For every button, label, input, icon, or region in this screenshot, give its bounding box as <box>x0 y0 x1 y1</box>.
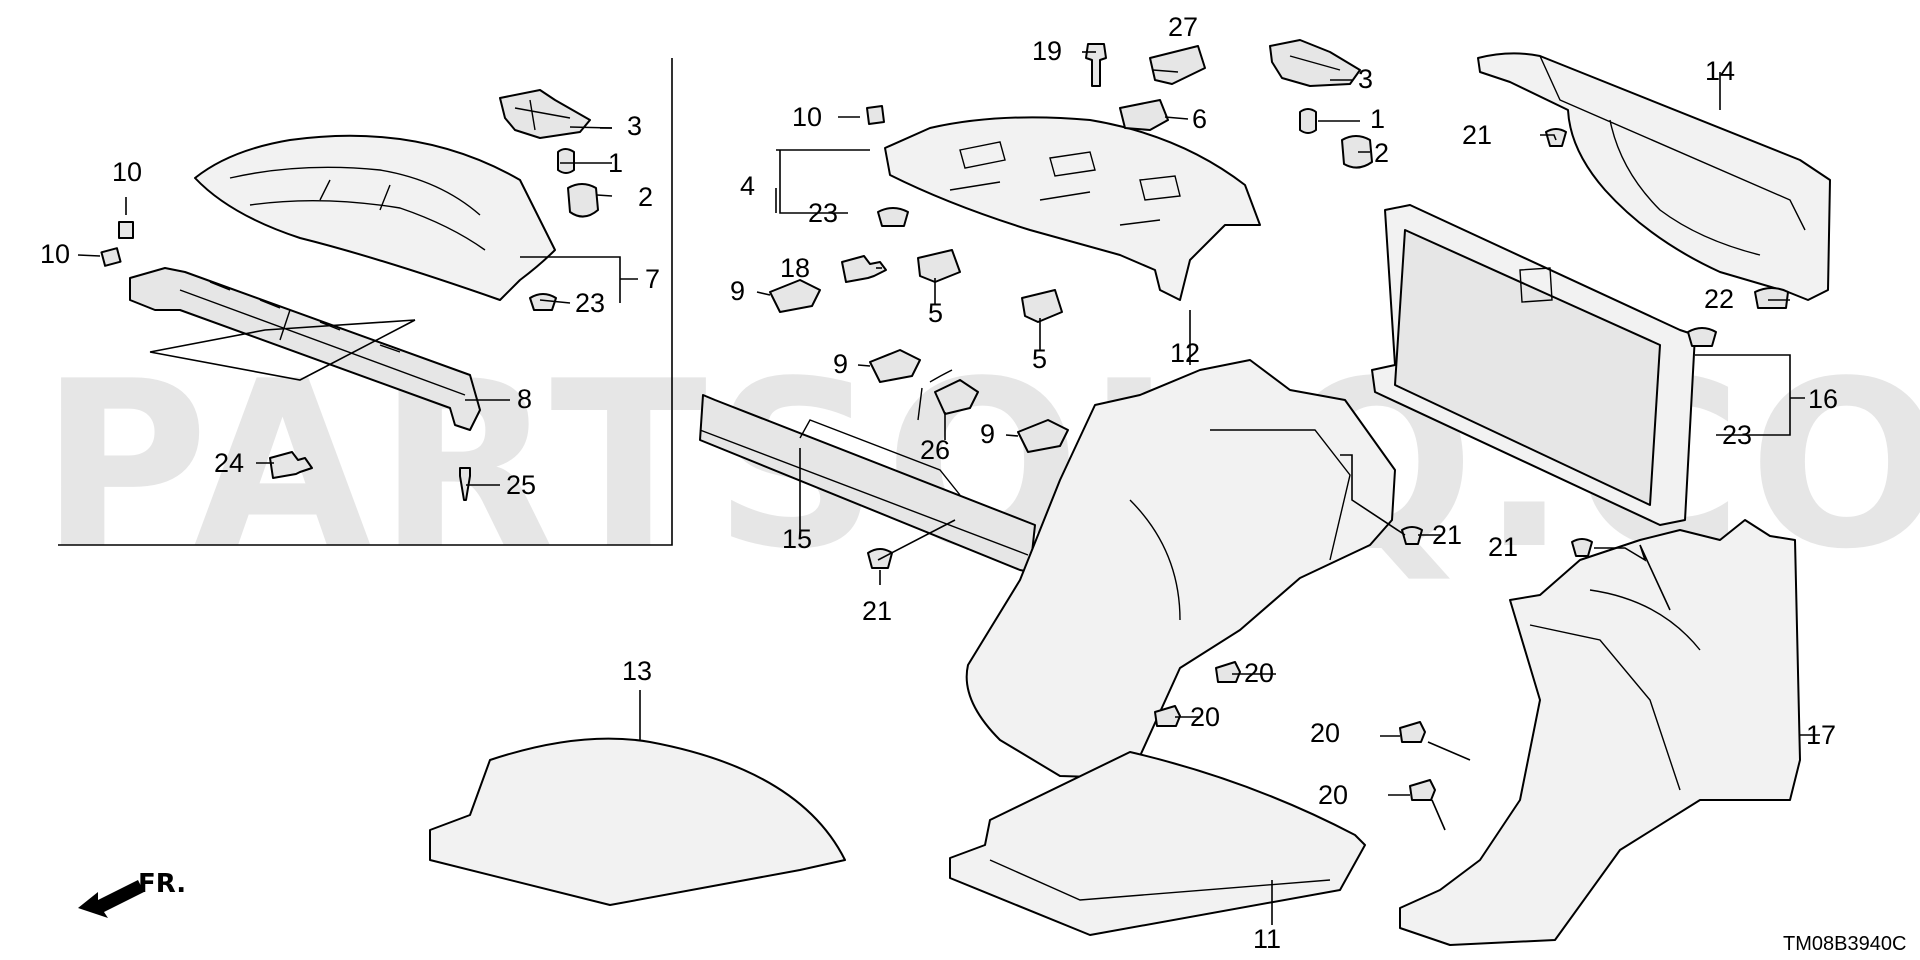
callout-3a[interactable]: 3 <box>627 111 642 141</box>
callout-23b[interactable]: 23 <box>808 198 838 228</box>
part-26-arcs <box>917 369 953 421</box>
part-bolt-24[interactable] <box>269 451 313 479</box>
part-clip-20b[interactable] <box>1154 705 1181 727</box>
part-socket-2b[interactable] <box>1341 135 1373 169</box>
inset-leaders <box>149 319 416 381</box>
part-bolt-18[interactable] <box>841 255 887 283</box>
part-trunk-lid-lining[interactable] <box>1477 52 1831 301</box>
part-clip-21a[interactable] <box>1545 128 1567 147</box>
part-socket-2a[interactable] <box>567 183 599 218</box>
callout-10b[interactable]: 10 <box>40 239 70 269</box>
part-bracket-3b[interactable] <box>1269 39 1361 87</box>
part-rear-panel-frame[interactable] <box>1371 204 1696 526</box>
callout-2b[interactable]: 2 <box>1374 138 1389 168</box>
inset-border <box>58 58 673 546</box>
callout-9c[interactable]: 9 <box>980 419 995 449</box>
callout-12[interactable]: 12 <box>1170 338 1200 368</box>
callout-7[interactable]: 7 <box>645 264 660 294</box>
callout-8[interactable]: 8 <box>517 384 532 414</box>
callout-1a[interactable]: 1 <box>608 148 623 178</box>
part-clip-20d[interactable] <box>1409 779 1436 801</box>
callout-21b[interactable]: 21 <box>1432 520 1462 550</box>
part-bulb-1a[interactable] <box>557 148 575 174</box>
callout-21d[interactable]: 21 <box>1488 532 1518 562</box>
callout-11[interactable]: 11 <box>1253 924 1281 954</box>
part-cap-5b[interactable] <box>1021 289 1063 323</box>
leader-lines <box>77 51 1820 925</box>
part-clip-10b[interactable] <box>100 247 122 267</box>
callout-5a[interactable]: 5 <box>928 298 943 328</box>
callout-20a[interactable]: 20 <box>1244 658 1274 688</box>
callout-14[interactable]: 14 <box>1705 56 1735 86</box>
part-side-lining-left[interactable] <box>965 359 1396 779</box>
part-clip-9c[interactable] <box>1017 419 1069 453</box>
part-clip-10a[interactable] <box>118 221 134 239</box>
callout-21a[interactable]: 21 <box>1462 120 1492 150</box>
part-cover-27[interactable] <box>1149 45 1206 85</box>
callout-9b[interactable]: 9 <box>833 349 848 379</box>
part-clip-26[interactable] <box>934 379 979 415</box>
part-clip-20c[interactable] <box>1399 721 1426 743</box>
part-cover-6[interactable] <box>1119 99 1169 131</box>
callout-10a[interactable]: 10 <box>112 157 142 187</box>
callout-23c[interactable]: 23 <box>1722 420 1752 450</box>
callout-16[interactable]: 16 <box>1808 384 1838 414</box>
part-bracket-3a[interactable] <box>499 89 591 139</box>
part-bulb-1b[interactable] <box>1299 108 1317 134</box>
part-clip-9b[interactable] <box>869 349 921 383</box>
callout-1b[interactable]: 1 <box>1370 104 1385 134</box>
callout-24[interactable]: 24 <box>214 448 244 478</box>
part-screw-25[interactable] <box>459 467 471 501</box>
callout-9a[interactable]: 9 <box>730 276 745 306</box>
part-rear-shelf[interactable] <box>884 116 1261 301</box>
callout-5b[interactable]: 5 <box>1032 344 1047 374</box>
callout-15[interactable]: 15 <box>782 524 812 554</box>
part-clip-21b[interactable] <box>1401 526 1423 545</box>
callout-25[interactable]: 25 <box>506 470 536 500</box>
part-clip-23c[interactable] <box>1687 327 1717 347</box>
callout-18[interactable]: 18 <box>780 253 810 283</box>
callout-20b[interactable]: 20 <box>1190 702 1220 732</box>
front-direction-arrow <box>78 880 144 918</box>
callout-6[interactable]: 6 <box>1192 104 1207 134</box>
part-trunk-mat-left[interactable] <box>429 737 846 906</box>
callout-2a[interactable]: 2 <box>638 182 653 212</box>
callout-4[interactable]: 4 <box>740 171 755 201</box>
callout-10c[interactable]: 10 <box>792 102 822 132</box>
part-side-lining-right[interactable] <box>1399 519 1801 946</box>
part-clip-23b[interactable] <box>877 207 909 227</box>
callout-26[interactable]: 26 <box>920 435 950 465</box>
part-clip-21d[interactable] <box>1571 538 1593 557</box>
part-clip-22[interactable] <box>1754 287 1789 309</box>
callout-27[interactable]: 27 <box>1168 12 1198 42</box>
part-clip-10c[interactable] <box>866 105 885 125</box>
part-cap-5a[interactable] <box>917 249 961 283</box>
part-tray-bracket[interactable] <box>129 267 481 431</box>
part-floor-board[interactable] <box>949 751 1366 936</box>
front-direction-label: FR. <box>138 869 186 899</box>
callout-22[interactable]: 22 <box>1704 284 1734 314</box>
part-rear-tray[interactable] <box>194 134 556 301</box>
part-clip-20a[interactable] <box>1215 661 1241 683</box>
part-bolt-19[interactable] <box>1085 43 1107 87</box>
callout-21c[interactable]: 21 <box>862 596 892 626</box>
part-clip-9a[interactable] <box>769 279 821 313</box>
callout-20d[interactable]: 20 <box>1318 780 1348 810</box>
callout-numbers: 3 1 2 10 10 7 23 8 24 25 10 4 23 18 19 2… <box>40 12 1838 954</box>
callout-19[interactable]: 19 <box>1032 36 1062 66</box>
part-clip-23a[interactable] <box>529 293 557 311</box>
callout-23a[interactable]: 23 <box>575 288 605 318</box>
callout-13[interactable]: 13 <box>622 656 652 686</box>
callout-20c[interactable]: 20 <box>1310 718 1340 748</box>
diagram-code: TM08B3940C <box>1783 933 1906 955</box>
callout-17[interactable]: 17 <box>1806 720 1836 750</box>
callout-3b[interactable]: 3 <box>1358 64 1373 94</box>
